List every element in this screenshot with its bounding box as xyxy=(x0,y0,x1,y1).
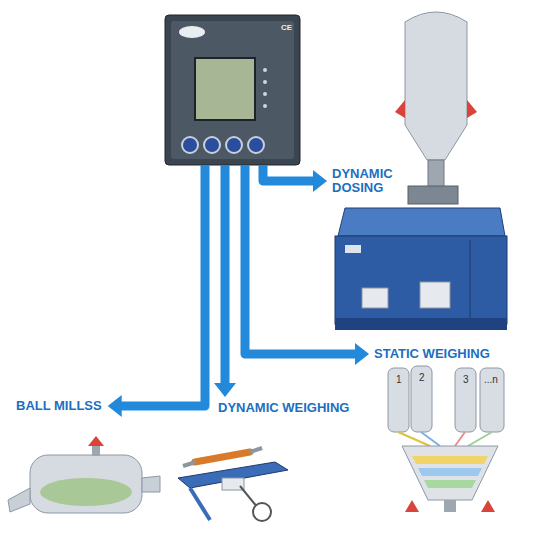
ball-mill-group: BALL MILLSS xyxy=(14,398,104,414)
certification-mark: CE xyxy=(165,15,300,32)
silo-number: 1 xyxy=(396,374,402,385)
silo-number: 3 xyxy=(463,374,469,385)
arrow-shaft xyxy=(221,165,230,384)
dynamic-weighing-group: DYNAMIC WEIGHING xyxy=(216,400,351,416)
flow-arrow xyxy=(108,165,205,417)
dosing-silo xyxy=(395,12,477,204)
controller-device: CE xyxy=(165,15,300,165)
arrow-shaft xyxy=(263,165,314,181)
controller-device xyxy=(165,15,300,165)
static-weighing-group: STATIC WEIGHING xyxy=(372,346,492,362)
ball-mill xyxy=(8,436,160,513)
dosing-machine xyxy=(335,208,507,330)
dosing-label-group: DYNAMIC DOSING xyxy=(330,166,395,196)
process-label: DYNAMIC WEIGHING xyxy=(216,400,351,416)
belt-weigher xyxy=(178,448,288,521)
weighing-silos xyxy=(388,366,504,512)
arrow-head xyxy=(108,395,122,417)
process-label: STATIC WEIGHING xyxy=(372,346,492,362)
arrow-head xyxy=(214,383,236,397)
arrow-head xyxy=(313,170,327,192)
process-label: DYNAMIC DOSING xyxy=(330,166,395,196)
arrow-shaft xyxy=(121,165,205,406)
flow-arrow xyxy=(263,165,327,192)
flow-arrow xyxy=(214,165,236,397)
silo-number: 2 xyxy=(419,372,425,383)
silo-number: ...n xyxy=(484,374,498,385)
arrow-head xyxy=(355,343,369,365)
process-label: BALL MILLSS xyxy=(14,398,104,414)
